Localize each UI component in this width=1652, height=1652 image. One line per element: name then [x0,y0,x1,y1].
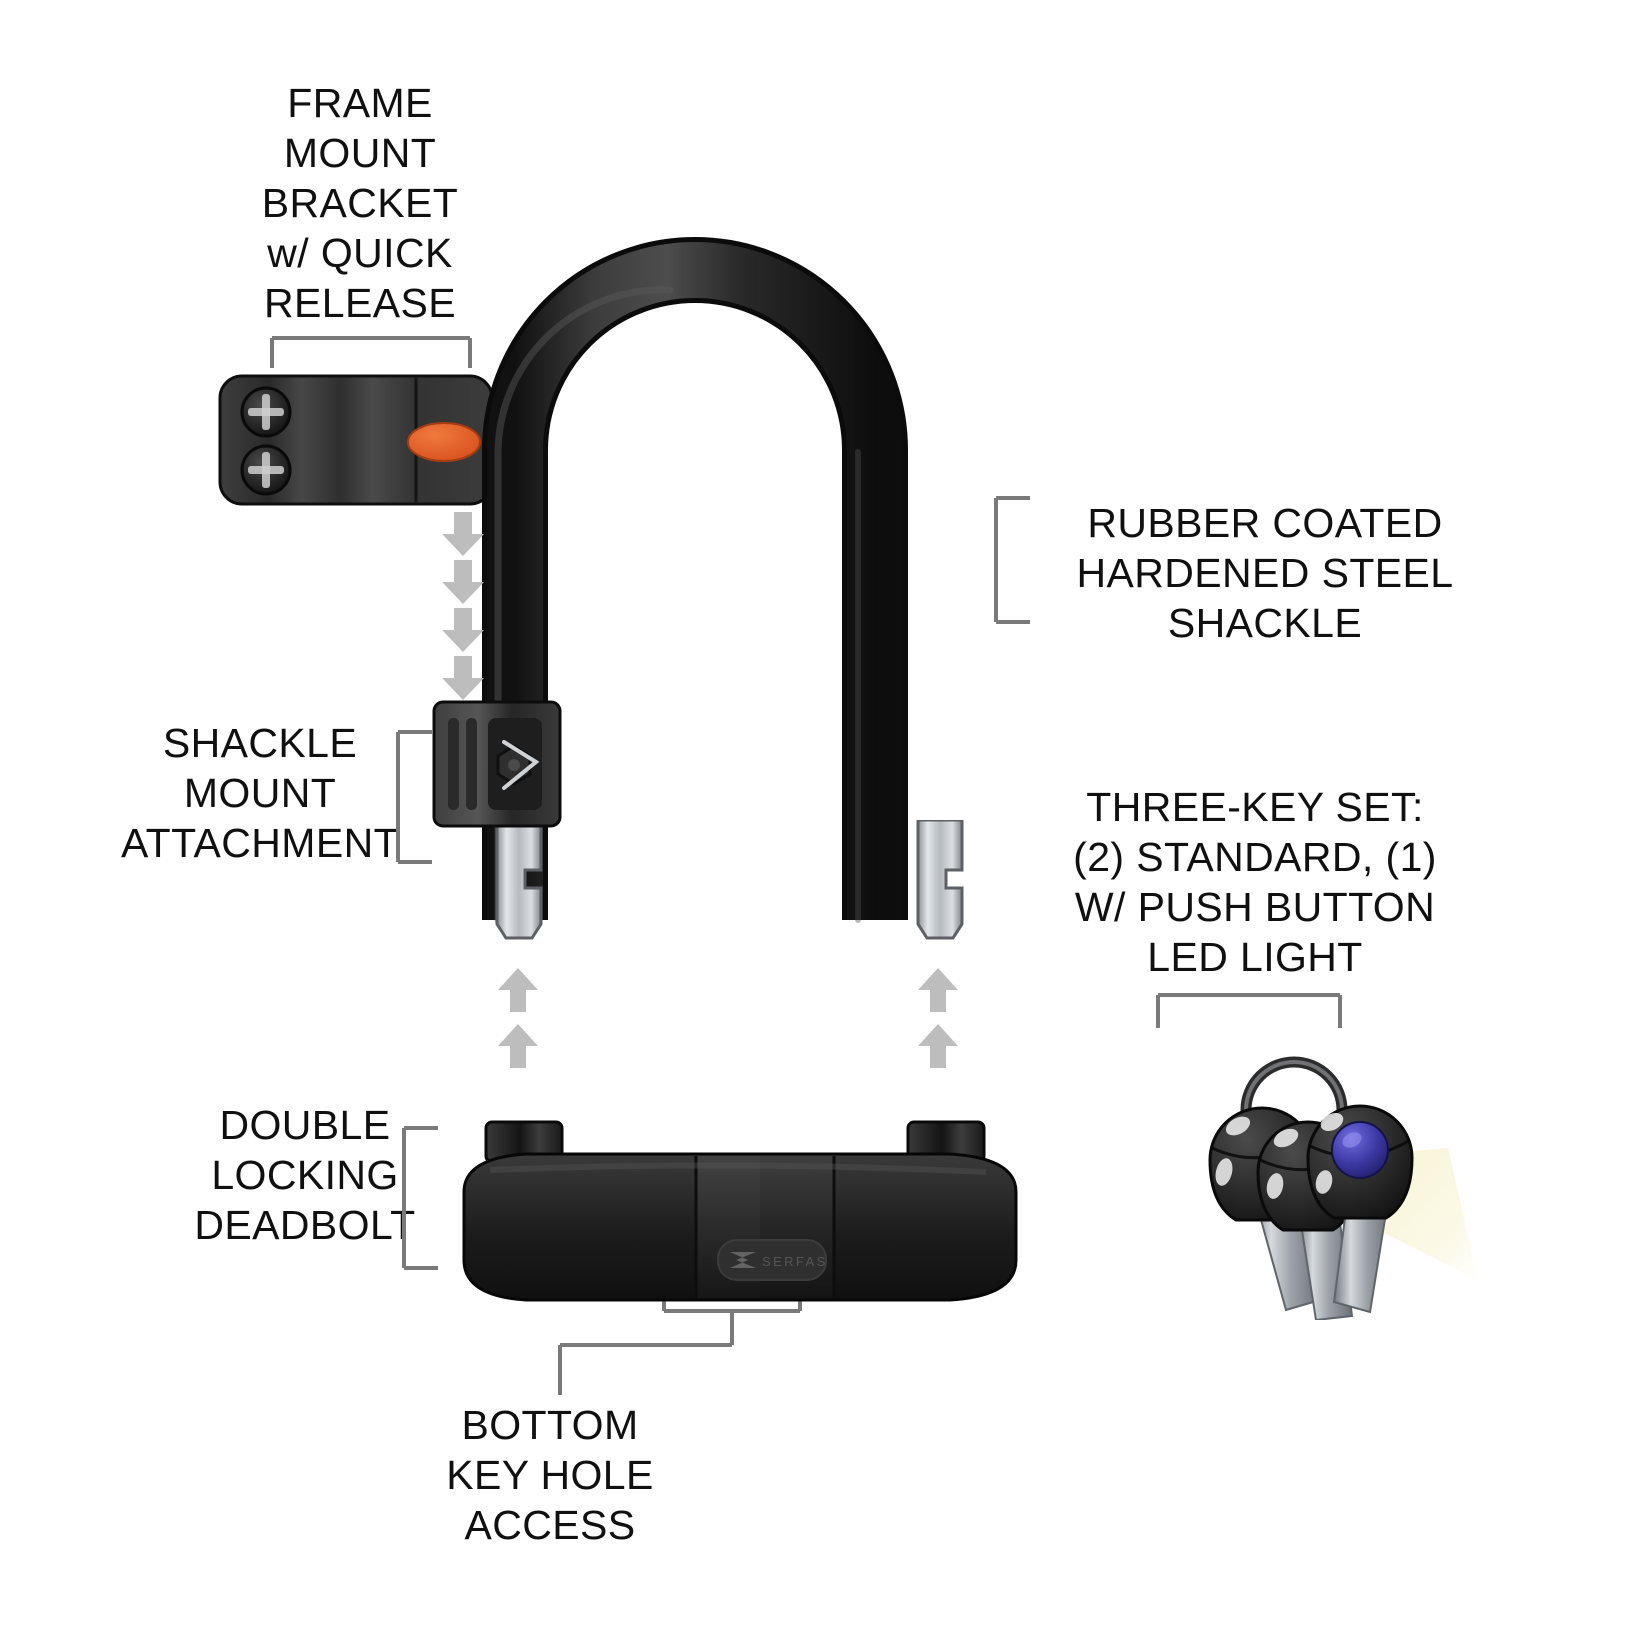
wire-clip-icon [502,740,540,790]
arrow-up-icon [918,1024,958,1068]
leader-frame-mount-bracket [270,336,472,368]
mount-rib-1 [448,718,459,810]
shackle-part [482,237,908,924]
arrow-down-icon [442,512,484,556]
assembly-arrows-up-left [498,968,538,1068]
brand-badge-text: SERFAS [762,1254,828,1269]
assembly-arrows-down [442,512,484,700]
callout-label-three-key-set: THREE-KEY SET: (2) STANDARD, (1) W/ PUSH… [1073,784,1437,980]
leader-three-key-set [1156,993,1342,1028]
leader-bottom-keyhole-elbow [558,1311,734,1395]
arrow-down-icon [442,560,484,604]
arrow-down-icon [442,608,484,652]
frame-mount-bracket-part [218,374,494,506]
quick-release-button [407,422,481,462]
arrow-up-icon [498,968,538,1012]
shackle-pin-right [916,820,964,940]
callout-label-double-locking-deadbolt: DOUBLE LOCKING DEADBOLT [194,1102,416,1248]
bracket-screw-upper [240,386,292,438]
shackle-pin-left [495,820,543,940]
callout-label-bottom-key-hole-access: BOTTOM KEY HOLE ACCESS [446,1402,654,1548]
shackle-mount-attachment-part [432,700,562,828]
led-push-button [1331,1121,1389,1179]
lock-body-part: SERFAS [462,1120,1018,1302]
assembly-arrows-up-right [918,968,958,1068]
arrow-down-icon [442,656,484,700]
leader-double-locking-deadbolt [402,1126,438,1270]
arrow-up-icon [918,968,958,1012]
key-led-light [1306,1104,1414,1314]
leader-shackle-mount [396,730,432,864]
bracket-screw-lower [240,444,292,496]
brand-badge [717,1239,827,1281]
callout-label-rubber-coated-shackle: RUBBER COATED HARDENED STEEL SHACKLE [1076,500,1454,646]
brand-logo-mark-icon [730,1252,756,1268]
arrow-up-icon [498,1024,538,1068]
leader-rubber-shackle [994,496,1030,624]
key-set-part [1208,1056,1478,1320]
callout-label-shackle-mount-attachment: SHACKLE MOUNT ATTACHMENT [120,720,400,866]
callout-label-frame-mount-bracket: FRAME MOUNT BRACKET w/ QUICK RELEASE [261,80,459,326]
mount-rib-2 [466,718,477,810]
